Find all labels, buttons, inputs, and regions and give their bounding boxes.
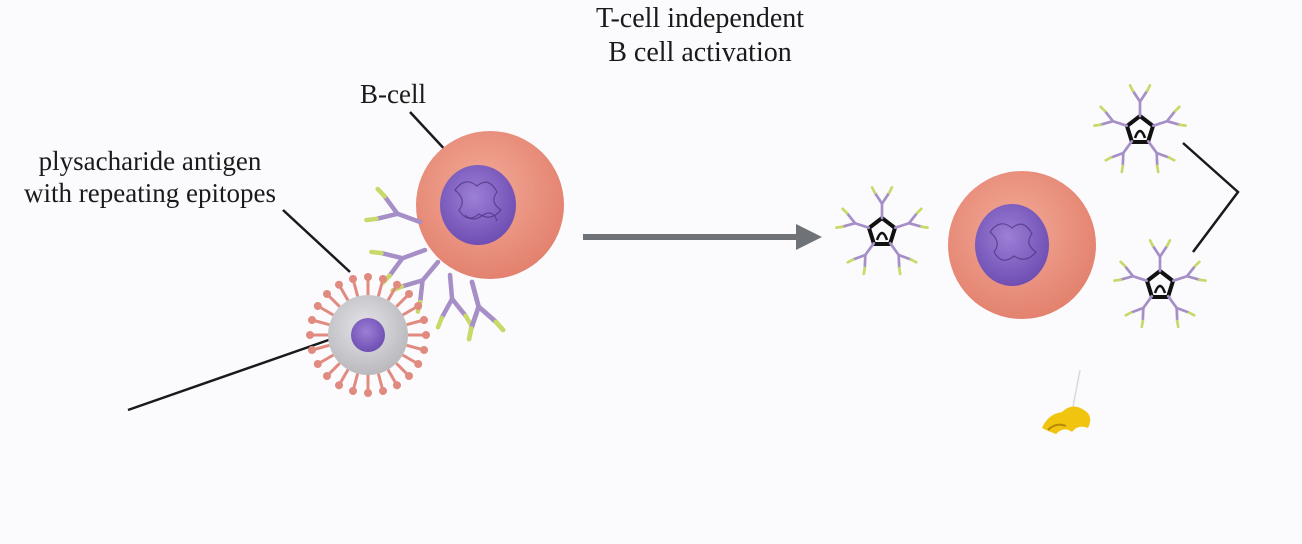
b-cell-left	[416, 131, 564, 279]
b-cell-right	[948, 171, 1096, 319]
diagram-title: T-cell independent B cell activation	[500, 2, 900, 70]
polysaccharide-antigen	[306, 273, 430, 397]
process-arrow	[583, 224, 822, 250]
yellow-blob	[1042, 369, 1091, 434]
antigen-label-line-1: plysacharide antigen	[38, 146, 262, 176]
antigen-leader-line	[282, 209, 351, 273]
secreted-antibody-2	[1095, 85, 1186, 172]
bcell-label: B-cell	[360, 79, 426, 109]
antigen-label: plysacharide antigen with repeating epit…	[0, 145, 300, 209]
secreted-antibody-1	[837, 187, 928, 274]
antigen-center	[351, 318, 385, 352]
antigen-pointer-line	[127, 334, 341, 412]
antigen-label-line-2: with repeating epitopes	[24, 178, 276, 208]
b-cell-right-nucleus	[975, 204, 1049, 286]
title-line-1: T-cell independent	[595, 3, 805, 34]
secreted-antibody-3	[1115, 240, 1206, 327]
title-line-2: B cell activation	[608, 37, 792, 68]
antibody-bracket	[1182, 142, 1240, 253]
b-cell-left-nucleus	[440, 165, 516, 245]
